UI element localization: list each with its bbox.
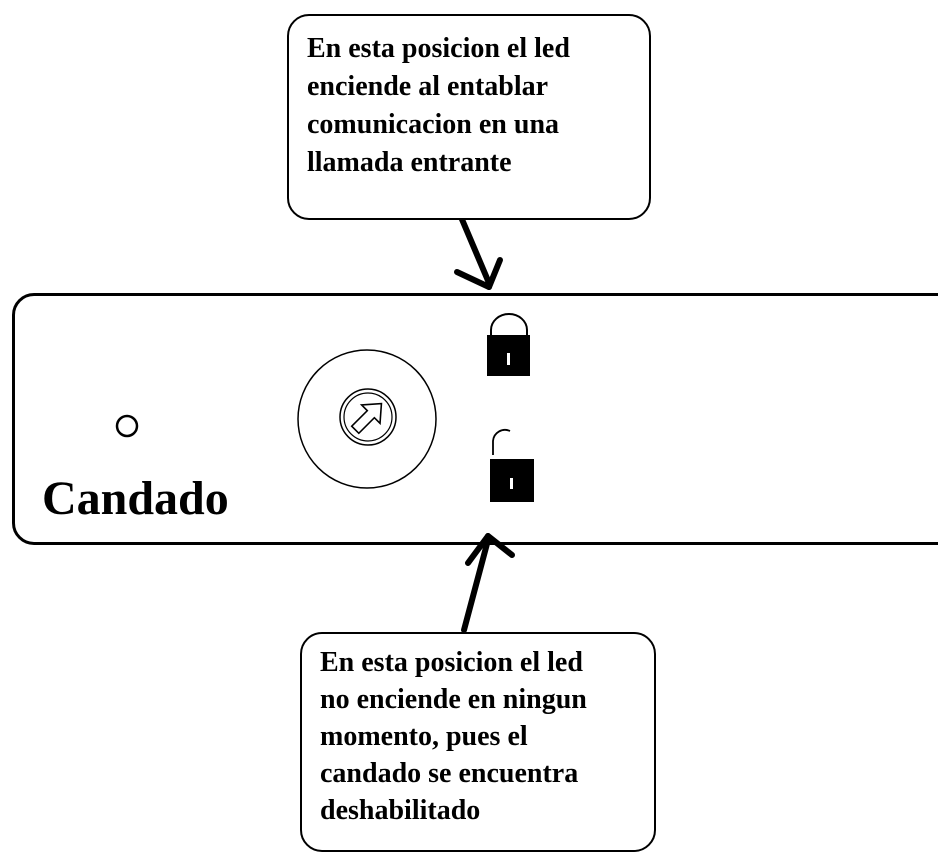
callout-bottom-line: deshabilitado: [320, 795, 481, 826]
open-padlock-icon: [490, 428, 534, 502]
callout-bottom-line: candado se encuentra: [320, 758, 579, 789]
callout-bottom-line: momento, pues el: [320, 721, 528, 752]
callout-bottom-line: no enciende en ningun: [320, 684, 587, 715]
callout-top-line: enciende al entablar: [307, 71, 549, 102]
callout-top-line: llamada entrante: [307, 147, 512, 178]
callout-bottom-line: En esta posicion el led: [320, 647, 583, 678]
led-indicator-icon: [115, 414, 139, 438]
callout-bottom: En esta posicion el led no enciende en n…: [300, 632, 656, 852]
arrow-down-icon: [454, 214, 503, 290]
closed-padlock-icon: [487, 313, 530, 376]
callout-top-line: comunicacion en una: [307, 109, 560, 140]
arrow-up-icon: [461, 533, 515, 633]
device-panel: [12, 293, 938, 545]
panel-label: Candado: [42, 472, 229, 525]
callout-top: En esta posicion el led enciende al enta…: [287, 14, 651, 220]
key-switch-dial-icon: [297, 349, 437, 489]
callout-top-line: En esta posicion el led: [307, 33, 570, 64]
